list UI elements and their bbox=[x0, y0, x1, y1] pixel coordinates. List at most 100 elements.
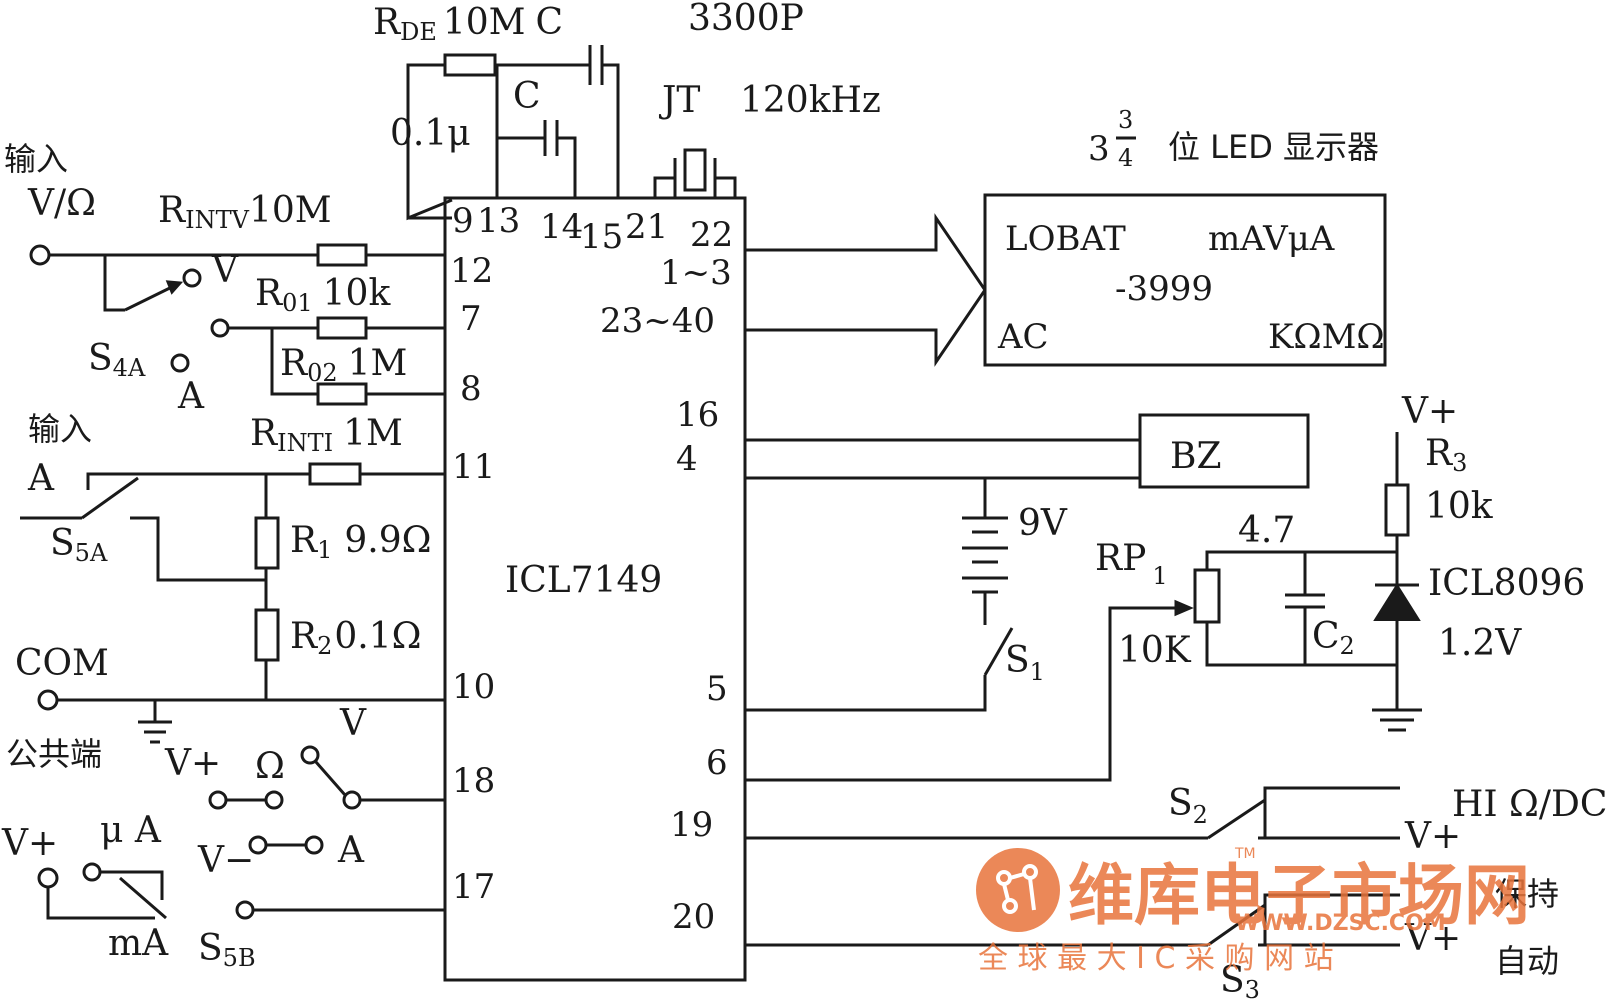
hi-dc-label: HI Ω/DC bbox=[1452, 784, 1607, 825]
pin-19: 19 bbox=[670, 805, 713, 845]
display-reading: -3999 bbox=[1115, 269, 1213, 309]
s5a-label: S5A bbox=[50, 523, 108, 567]
resistor-rde bbox=[443, 53, 497, 77]
battery-9v bbox=[962, 478, 1008, 625]
terminal-com[interactable] bbox=[37, 689, 59, 711]
ref-voltage-label: 1.2V bbox=[1438, 623, 1522, 664]
vminus-contact-2[interactable] bbox=[304, 835, 324, 855]
svg-text:3: 3 bbox=[1088, 129, 1110, 169]
common-label: 公共端 bbox=[6, 735, 102, 773]
potentiometer-rp1[interactable] bbox=[1193, 568, 1221, 624]
vminus-label: V− bbox=[197, 840, 254, 881]
resistor-r02 bbox=[316, 382, 368, 406]
s5b-label: S5B bbox=[198, 928, 256, 972]
watermark-tm: TM bbox=[1234, 846, 1256, 862]
svg-text:4: 4 bbox=[1118, 144, 1133, 172]
jt-label: JT bbox=[658, 80, 700, 121]
auto-label: 自动 bbox=[1495, 942, 1559, 980]
crystal-jt bbox=[683, 148, 707, 192]
pin-8: 8 bbox=[460, 369, 482, 409]
display-title: 3 3 4 位 LED 显示器 bbox=[1088, 106, 1379, 172]
svg-text:位 LED 显示器: 位 LED 显示器 bbox=[1168, 128, 1379, 166]
led-display-box bbox=[983, 193, 1387, 367]
ic-chip-name: ICL7149 bbox=[505, 560, 662, 601]
ohm-contact-2[interactable] bbox=[264, 790, 284, 810]
s4a-contact-a[interactable] bbox=[170, 353, 190, 373]
svg-text:3: 3 bbox=[1118, 106, 1133, 134]
r3-value: 10k bbox=[1425, 486, 1494, 527]
bus-arrow bbox=[743, 213, 987, 367]
r2-label: R20.1Ω bbox=[290, 616, 422, 660]
display-units-top: mAVμA bbox=[1208, 219, 1335, 259]
vplus-s3-label: V+ bbox=[1404, 918, 1461, 959]
resistor-rinti bbox=[308, 462, 362, 486]
ground-symbol-left bbox=[138, 700, 172, 744]
v-select-contact[interactable] bbox=[300, 745, 320, 765]
ic-chip-body bbox=[443, 196, 747, 982]
watermark-brand: 维库电子市场网 bbox=[1068, 857, 1530, 934]
switch-s2-arm[interactable] bbox=[1207, 798, 1266, 840]
watermark: 维库电子市场网 TM WWW.DZSC.COM 全 球 最 大 I C 采 购 … bbox=[976, 846, 1530, 976]
input-vo-label-cn: 输入 bbox=[4, 140, 68, 178]
top-network bbox=[406, 45, 737, 221]
c2-value: 4.7 bbox=[1238, 510, 1295, 551]
terminal-r01[interactable] bbox=[210, 318, 230, 338]
zener-icl8096 bbox=[1372, 583, 1422, 732]
ohm-contact-1[interactable] bbox=[208, 790, 228, 810]
pin-6: 6 bbox=[706, 743, 728, 783]
c-inner-label: C bbox=[513, 76, 541, 117]
buzzer-bz bbox=[1138, 413, 1310, 489]
switch-s5a-arm[interactable] bbox=[81, 476, 139, 520]
ua-label: μ A bbox=[100, 810, 162, 851]
battery-label: 9V bbox=[1018, 503, 1068, 544]
pin-11: 11 bbox=[452, 447, 495, 487]
pin-12: 12 bbox=[450, 251, 493, 291]
pin-18: 18 bbox=[452, 761, 495, 801]
icl8096-label: ICL8096 bbox=[1428, 563, 1585, 604]
switch-s3-arm[interactable] bbox=[1207, 903, 1266, 947]
pin18-contact[interactable] bbox=[342, 790, 362, 810]
pin-16: 16 bbox=[676, 395, 719, 435]
watermark-logo-icon bbox=[976, 848, 1060, 932]
pin-15: 15 bbox=[580, 217, 623, 257]
pin-1-3: 1~3 bbox=[660, 253, 732, 293]
input-vo-label: V/Ω bbox=[27, 183, 96, 224]
resistor-r3 bbox=[1384, 483, 1410, 537]
com-label: COM bbox=[15, 643, 109, 684]
vplus-r3-label: V+ bbox=[1401, 391, 1458, 432]
pin-17: 17 bbox=[452, 867, 495, 907]
switch-v-arm[interactable] bbox=[314, 761, 347, 796]
s3-label: S3 bbox=[1220, 960, 1260, 1004]
c-inner-value: 0.1μ bbox=[390, 113, 471, 154]
hold-label: 保持 bbox=[1495, 875, 1559, 913]
c2-label: C2 bbox=[1312, 616, 1355, 660]
resistor-r2 bbox=[254, 608, 280, 662]
pin-22: 22 bbox=[690, 215, 733, 255]
input-a-label: A bbox=[27, 458, 55, 499]
vplus-s2-label: V+ bbox=[1404, 816, 1461, 857]
switch-s1-arm[interactable] bbox=[983, 627, 1014, 676]
display-lobat: LOBAT bbox=[1005, 219, 1126, 259]
terminal-vplus2[interactable] bbox=[37, 867, 59, 889]
s5b-contact[interactable] bbox=[235, 900, 255, 920]
vplus2-label: V+ bbox=[1, 823, 58, 864]
s4a-contact-v[interactable] bbox=[182, 268, 202, 288]
pin-21: 21 bbox=[625, 207, 668, 247]
ohm-label: Ω bbox=[255, 746, 285, 787]
vminus-contact-1[interactable] bbox=[248, 835, 268, 855]
terminal-vo[interactable] bbox=[29, 244, 51, 266]
resistor-r01 bbox=[316, 316, 368, 340]
ua-contact[interactable] bbox=[82, 862, 102, 882]
display-units-bottom: KΩMΩ bbox=[1268, 317, 1385, 357]
s4a-label: S4A bbox=[88, 338, 146, 382]
a-select-label: A bbox=[337, 830, 365, 871]
switch-s5b-arm[interactable] bbox=[119, 876, 167, 920]
pin-4: 4 bbox=[676, 439, 698, 479]
